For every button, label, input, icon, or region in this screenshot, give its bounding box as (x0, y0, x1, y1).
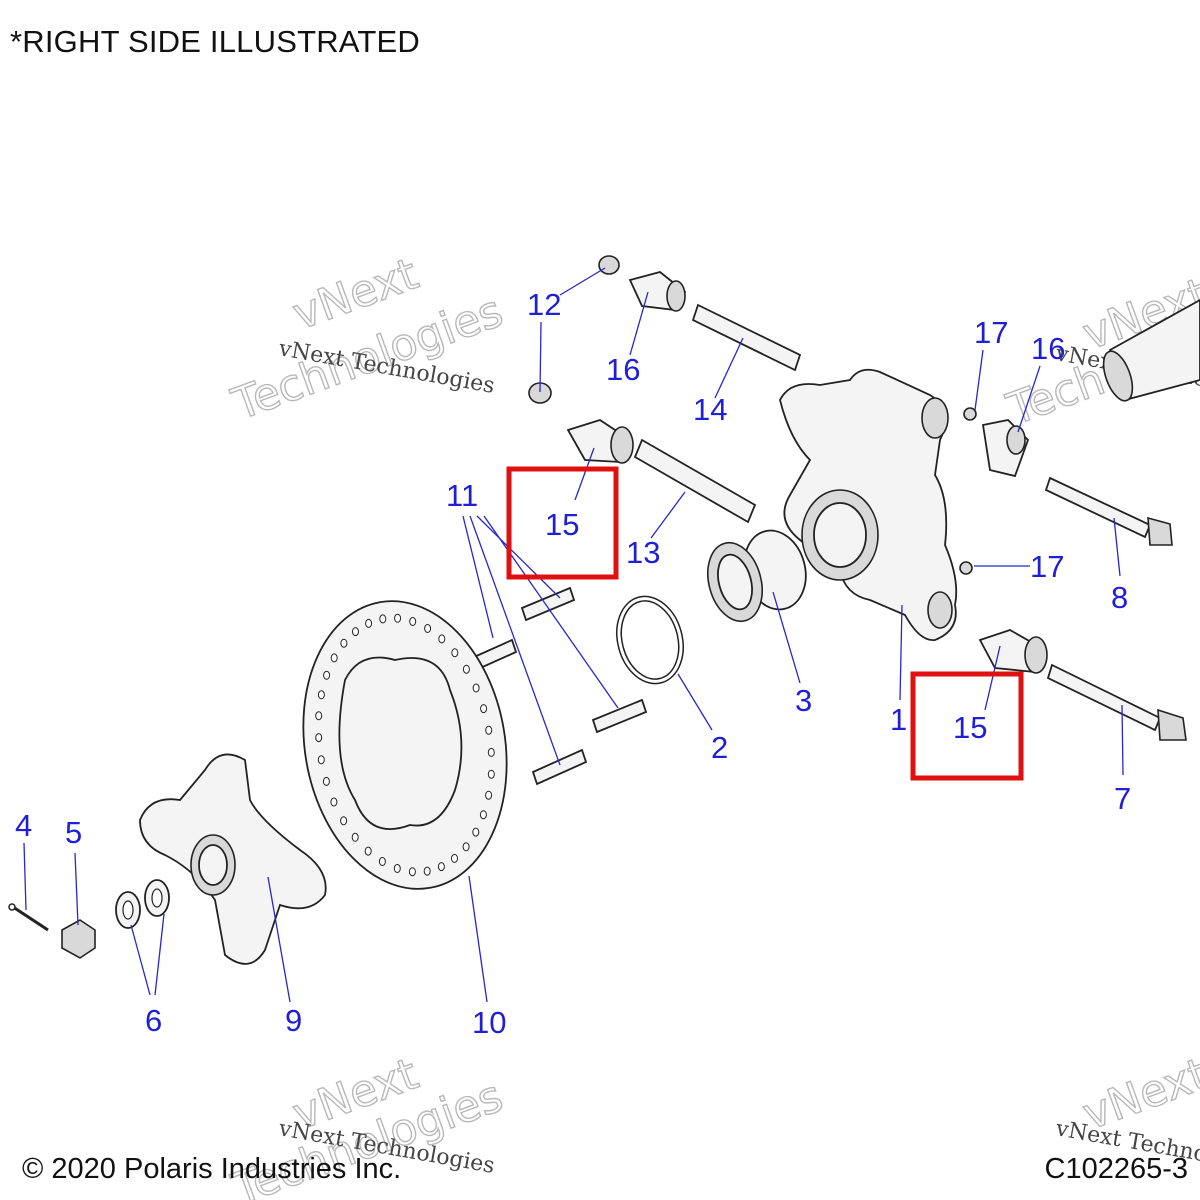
callout-labels: 12 16 14 15 13 11 17 16 17 8 15 1 3 2 7 … (15, 287, 1131, 1040)
disc-hole (485, 790, 493, 800)
callout-16[interactable]: 16 (1031, 331, 1065, 366)
callout-12[interactable]: 12 (527, 287, 561, 322)
bearing-part (707, 529, 807, 623)
disc-hole (315, 733, 323, 743)
washer-part (115, 879, 170, 929)
callout-3[interactable]: 3 (795, 683, 812, 718)
disc-hole (485, 725, 493, 735)
callout-7[interactable]: 7 (1114, 781, 1131, 816)
callout-15[interactable]: 15 (953, 710, 987, 745)
bushing-part (566, 419, 634, 464)
disc-hole (472, 827, 480, 837)
callout-17[interactable]: 17 (1030, 549, 1064, 584)
callout-4[interactable]: 4 (15, 808, 32, 843)
callout-8[interactable]: 8 (1111, 580, 1128, 615)
disc-hole (437, 862, 445, 872)
pin-part (633, 303, 802, 524)
brake-disc-part (302, 600, 508, 890)
axle-shaft (1102, 298, 1200, 402)
disc-hole (379, 614, 387, 624)
disc-hole (424, 624, 432, 633)
cotter-pin-part (8, 903, 49, 932)
disc-hole (462, 664, 470, 674)
callout-14[interactable]: 14 (693, 392, 727, 427)
diagram-code: C102265-3 (1044, 1153, 1189, 1185)
disc-hole (317, 755, 325, 765)
disc-hole (352, 627, 359, 637)
disc-hole (317, 690, 325, 700)
disc-hole (409, 617, 417, 626)
leader-lines (23, 267, 1124, 1003)
highlight-box (506, 466, 619, 580)
disc-hole (408, 867, 416, 877)
callout-16[interactable]: 16 (606, 352, 640, 387)
header-note: *RIGHT SIDE ILLUSTRATED (10, 24, 420, 59)
disc-hole (393, 864, 401, 873)
disc-hole (462, 842, 470, 852)
callout-5[interactable]: 5 (65, 815, 82, 850)
callout-17[interactable]: 17 (974, 315, 1008, 350)
disc-hole (351, 832, 359, 842)
disc-hole (322, 776, 330, 786)
disc-hole (438, 634, 446, 644)
callout-15[interactable]: 15 (545, 507, 579, 542)
disc-hole (330, 797, 338, 807)
copyright-notice: © 2020 Polaris Industries Inc. (22, 1153, 402, 1185)
castle-nut-part (61, 919, 96, 959)
callout-6[interactable]: 6 (145, 1003, 162, 1038)
bushing-part (978, 629, 1048, 674)
disc-hole (330, 653, 338, 663)
disc-hole (323, 670, 331, 680)
disc-hole (487, 769, 495, 779)
disc-hole (479, 810, 487, 820)
callout-9[interactable]: 9 (285, 1003, 302, 1038)
disc-hole (472, 683, 480, 693)
callout-10[interactable]: 10 (472, 1005, 506, 1040)
callout-11[interactable]: 11 (446, 478, 478, 513)
highlight-box (910, 671, 1024, 781)
hub-part (139, 753, 327, 965)
disc-hole (365, 618, 373, 628)
disc-hole (423, 866, 431, 876)
disc-hole (451, 853, 458, 863)
disc-hole (451, 648, 459, 658)
disc-hole (378, 857, 386, 866)
callout-1[interactable]: 1 (890, 702, 907, 737)
disc-hole (480, 704, 488, 714)
disc-hole (340, 638, 348, 648)
bushing-part (628, 271, 687, 312)
grease-fitting-part (959, 407, 977, 575)
knuckle-part (779, 368, 958, 641)
snap-ring-part (616, 595, 684, 685)
disc-hole (394, 613, 402, 623)
disc-hole (487, 747, 495, 757)
disc-hole (364, 846, 372, 856)
callout-2[interactable]: 2 (711, 730, 728, 765)
bushing-part (981, 419, 1030, 478)
watermark-top-left: vNext Technologies vNext Technologies (225, 248, 510, 432)
bolt-part (1044, 476, 1187, 741)
disc-hole (315, 711, 323, 721)
disc-hole (340, 816, 348, 826)
callout-13[interactable]: 13 (626, 535, 660, 570)
